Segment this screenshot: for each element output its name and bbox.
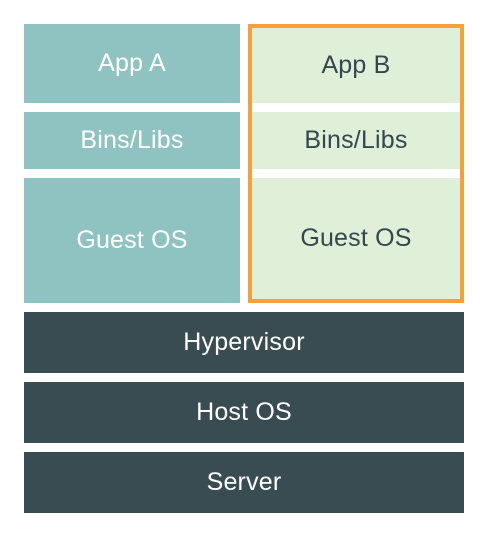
host-os-block: Host OS [24,382,464,443]
vm-a-bins-libs-block: Bins/Libs [24,112,240,169]
vm-a-guest-os-block: Guest OS [24,178,240,303]
vm-b-guest-os-label: Guest OS [300,224,412,252]
vm-b-bins-libs-label: Bins/Libs [304,126,408,154]
vm-a-guest-os-label: Guest OS [76,226,188,254]
vm-a-app-label: App A [98,49,166,77]
vm-a-bins-libs-label: Bins/Libs [80,126,184,154]
host-os-label: Host OS [196,398,292,426]
vm-b-guest-os-block: Guest OS [252,178,460,299]
server-label: Server [206,468,282,496]
vm-b-app-label: App B [321,51,391,79]
vm-b-bins-libs-block: Bins/Libs [252,112,460,169]
hypervisor-label: Hypervisor [183,328,305,356]
hypervisor-block: Hypervisor [24,312,464,373]
server-block: Server [24,452,464,513]
vm-b-app-block: App B [252,28,460,103]
vm-a-app-block: App A [24,24,240,103]
